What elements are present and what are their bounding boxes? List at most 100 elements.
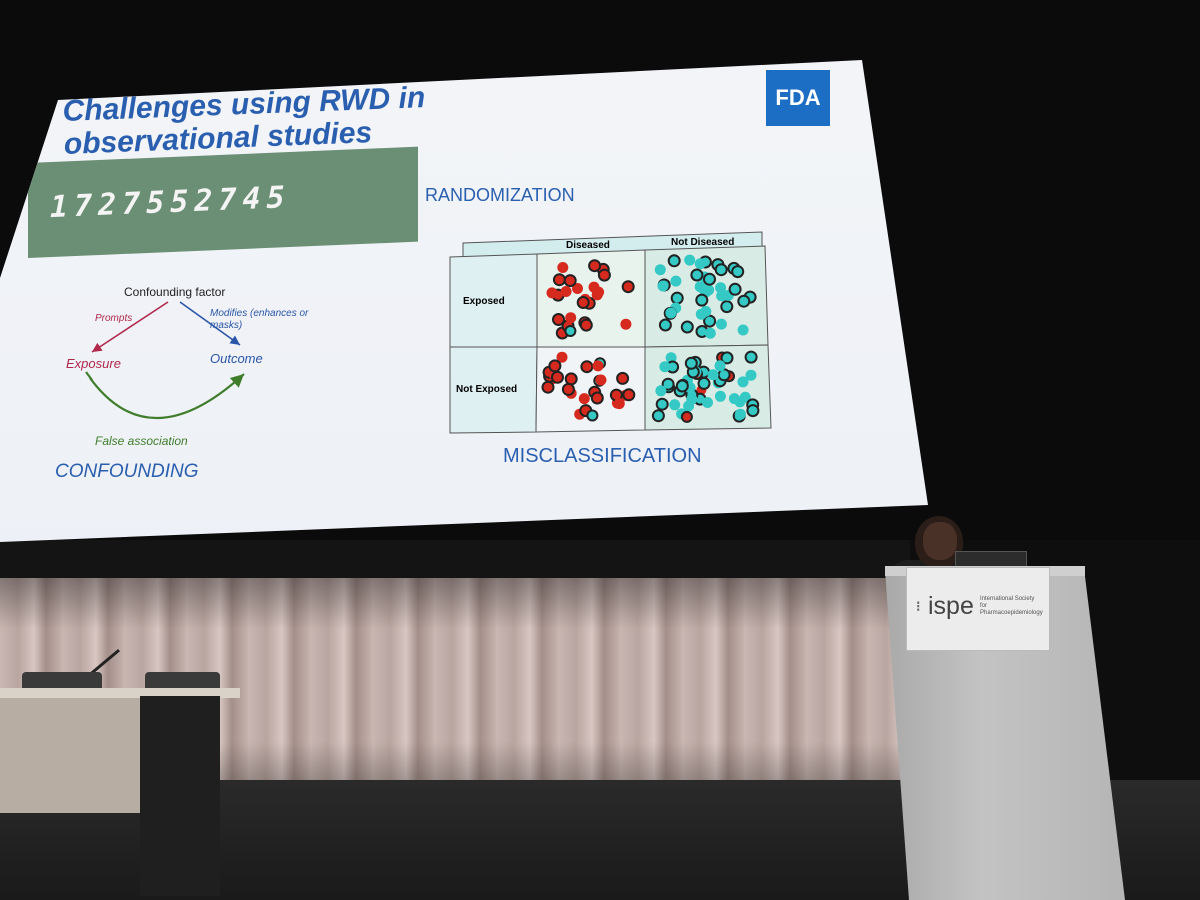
person-dot	[720, 351, 734, 365]
person-dot	[694, 258, 706, 270]
outcome-label: Outcome	[210, 351, 263, 366]
person-dot	[591, 289, 603, 301]
desk-front	[0, 698, 140, 813]
slide-page-number: 8	[866, 506, 872, 517]
person-dot	[592, 360, 604, 372]
desk-side	[140, 696, 220, 896]
exposure-label: Exposure	[66, 356, 121, 371]
person-dot	[715, 282, 727, 294]
person-dot	[697, 376, 711, 390]
dots-exposed-not-diseased	[654, 254, 757, 339]
person-dot	[563, 274, 577, 288]
person-dot	[621, 280, 635, 294]
modifies-label: Modifies (enhances or masks)	[210, 308, 309, 331]
person-dot	[734, 408, 746, 420]
person-dot	[578, 393, 590, 405]
person-dot	[667, 254, 681, 268]
person-dot	[737, 294, 751, 308]
desk-chair	[22, 672, 102, 692]
person-dot	[700, 305, 712, 317]
ispe-logo-text: ispe	[928, 592, 974, 620]
person-dot	[552, 273, 566, 287]
person-dot	[586, 409, 599, 422]
person-dot	[670, 291, 684, 305]
person-dot	[728, 282, 742, 296]
person-dot	[686, 393, 698, 405]
dots-not-exposed-diseased	[541, 351, 636, 422]
person-dot	[669, 399, 681, 411]
person-dot	[565, 312, 577, 324]
person-dot	[655, 385, 667, 397]
person-dot	[622, 388, 636, 402]
person-dot	[704, 327, 716, 339]
person-dot	[737, 324, 749, 336]
randomization-label: RANDOMIZATION	[425, 185, 575, 205]
person-dot	[680, 320, 694, 334]
person-dot	[720, 300, 734, 314]
person-dot	[597, 268, 611, 282]
person-dot	[579, 318, 593, 332]
person-dot	[557, 262, 569, 273]
confounding-label: CONFOUNDING	[55, 461, 199, 482]
person-dot	[684, 356, 698, 370]
person-dot	[695, 293, 709, 307]
col-header-diseased: Diseased	[566, 240, 610, 251]
person-dot	[680, 410, 693, 423]
person-dot	[707, 369, 719, 381]
person-dot	[657, 280, 669, 292]
person-dot	[654, 264, 666, 276]
misclassification-label: MISCLASSIFICATION	[503, 445, 702, 467]
person-dot	[620, 318, 632, 330]
person-dot	[690, 268, 704, 282]
modifies-arrow	[179, 301, 241, 346]
person-dot	[665, 307, 677, 319]
person-dot	[616, 371, 630, 385]
person-dot	[714, 390, 726, 402]
col-header-not-diseased: Not Diseased	[671, 237, 734, 248]
podium-sign	[906, 567, 1050, 651]
person-dot	[746, 404, 760, 418]
false-association-arrow	[89, 373, 245, 420]
person-dot	[552, 313, 565, 326]
speaker-face	[923, 522, 957, 560]
person-dot	[703, 272, 716, 286]
person-dot	[561, 382, 575, 396]
row-header-exposed: Exposed	[463, 296, 505, 307]
desk-top	[0, 688, 240, 698]
person-dot	[658, 318, 672, 332]
person-dot	[715, 318, 727, 330]
person-dot	[737, 376, 749, 388]
person-dot	[548, 359, 562, 373]
person-dot	[675, 379, 689, 393]
person-dot	[714, 360, 726, 372]
person-dot	[714, 263, 728, 277]
person-dot	[546, 287, 558, 299]
person-dot	[745, 369, 757, 381]
dots-exposed-diseased	[546, 259, 635, 340]
person-dot	[703, 314, 717, 328]
prompts-label: Prompts	[95, 313, 133, 324]
prompts-arrow	[91, 301, 169, 353]
dots-not-exposed-not-diseased	[651, 350, 760, 423]
fda-logo: FDA	[766, 70, 830, 126]
ispe-subtitle: International Society for Pharmacoepidem…	[980, 596, 1043, 616]
person-dot	[702, 397, 713, 408]
person-dot	[590, 391, 604, 405]
person-dot	[564, 372, 578, 386]
person-dot	[744, 350, 758, 364]
person-dot	[655, 397, 669, 411]
person-dot	[731, 265, 745, 279]
row-header-not-exposed: Not Exposed	[456, 384, 517, 395]
person-dot	[560, 286, 572, 297]
ispe-logo-mark: ⁝	[916, 598, 921, 614]
person-dot	[670, 275, 682, 287]
confounding-factor-label: Confounding factor	[124, 285, 226, 299]
person-dot	[564, 325, 577, 337]
person-dot	[572, 283, 583, 294]
person-dot	[580, 360, 594, 374]
person-dot	[595, 374, 607, 386]
person-dot	[551, 370, 564, 384]
